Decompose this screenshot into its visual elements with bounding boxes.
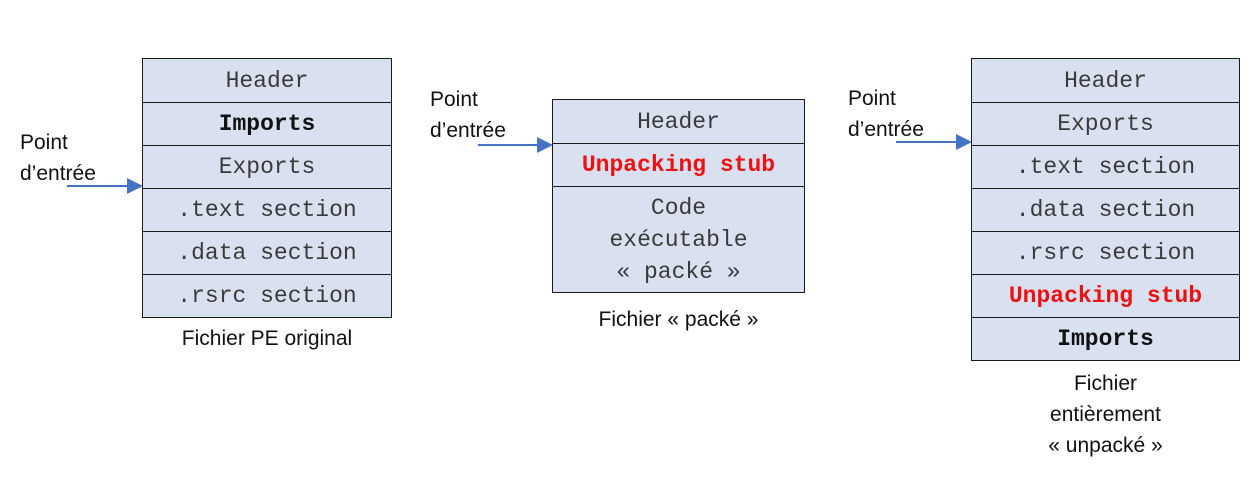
section-text: .text section [972, 145, 1239, 188]
section-header: Header [553, 100, 804, 143]
section-rsrc: .rsrc section [143, 274, 391, 317]
section-header: Header [972, 59, 1239, 102]
caption-unpacked: Fichier entièrement « unpacké » [1048, 372, 1163, 457]
pe-original-stack: Header Imports Exports .text section .da… [142, 58, 392, 318]
section-unpacking-stub: Unpacking stub [972, 274, 1239, 317]
section-header: Header [143, 59, 391, 102]
section-packed-code: Code exécutable « packé » [553, 186, 804, 292]
section-exports: Exports [143, 145, 391, 188]
section-unpacking-stub: Unpacking stub [553, 143, 804, 186]
section-data: .data section [143, 231, 391, 274]
unpacked-stack: Header Exports .text section .data secti… [971, 58, 1240, 361]
caption-original: Fichier PE original [181, 327, 353, 350]
section-data: .data section [972, 188, 1239, 231]
section-exports: Exports [972, 102, 1239, 145]
entry-point-label-original: Point d’entrée [20, 131, 96, 185]
section-text: .text section [143, 188, 391, 231]
packed-stack: Header Unpacking stub Code exécutable « … [552, 99, 805, 293]
section-rsrc: .rsrc section [972, 231, 1239, 274]
section-imports: Imports [972, 317, 1239, 360]
entry-point-label-packed: Point d’entrée [430, 88, 506, 142]
section-imports: Imports [143, 102, 391, 145]
entry-point-label-unpacked: Point d’entrée [848, 87, 924, 141]
caption-packed: Fichier « packé » [598, 308, 759, 331]
